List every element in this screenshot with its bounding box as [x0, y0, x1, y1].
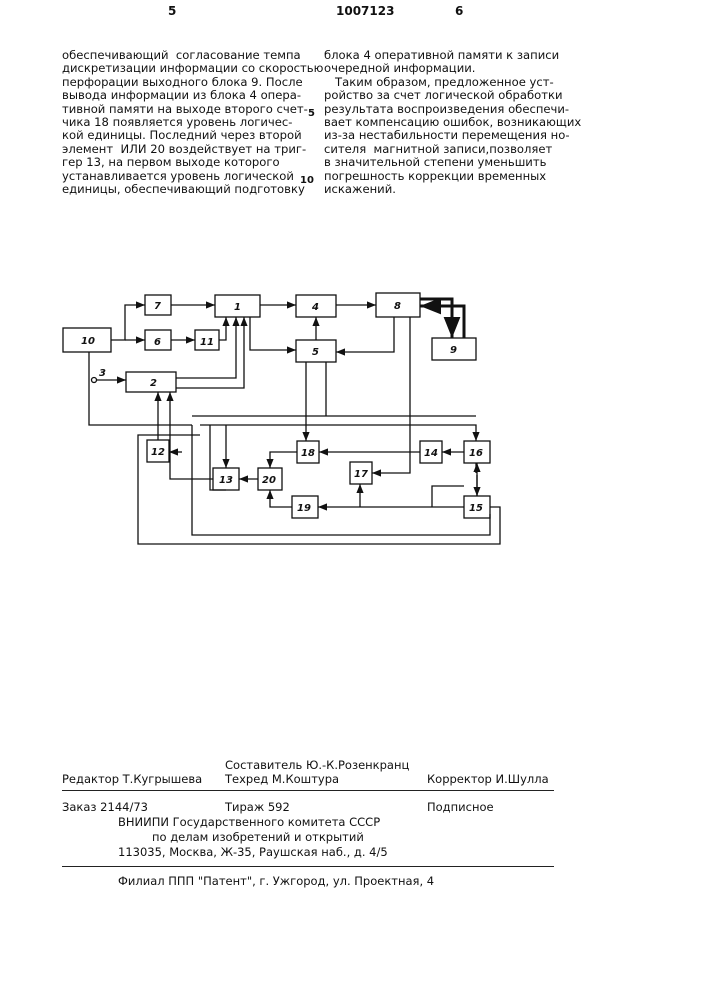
wire: [270, 452, 297, 468]
block-label-12: 12: [151, 447, 165, 458]
input-terminal: [92, 378, 97, 383]
imprint-corrector: Корректор И.Шулла: [427, 772, 549, 786]
imprint-editor: Редактор Т.Кугрышева: [62, 772, 202, 786]
block-label-15: 15: [469, 503, 483, 514]
wire: [336, 317, 394, 352]
imprint-institute-2: по делам изобретений и открытий: [152, 830, 364, 844]
block-label-1: 1: [234, 302, 241, 313]
wire: [250, 317, 296, 350]
block-label-20: 20: [262, 475, 276, 486]
wire: [432, 486, 464, 507]
block-label-4: 4: [311, 302, 319, 313]
imprint-techred: Техред М.Коштура: [225, 772, 339, 786]
imprint-circulation: Тираж 592: [225, 800, 290, 814]
block-label-5: 5: [312, 347, 319, 358]
imprint-branch: Филиал ППП "Патент", г. Ужгород, ул. Про…: [118, 874, 434, 888]
block-label-10: 10: [81, 336, 95, 347]
imprint-order: Заказ 2144/73: [62, 800, 148, 814]
imprint-subscription: Подписное: [427, 800, 494, 814]
imprint-rule-top: [62, 790, 554, 791]
imprint-address: 113035, Москва, Ж-35, Раушская наб., д. …: [118, 845, 388, 859]
block-diagram: 1 2 4 5 6 7 8 9 10 11 12 13 14 15 16 17 …: [0, 0, 707, 600]
wire: [372, 317, 410, 473]
block-label-13: 13: [219, 475, 233, 486]
imprint-institute-1: ВНИИПИ Государственного комитета СССР: [118, 815, 380, 829]
input-label-3: 3: [99, 368, 106, 379]
wire: [270, 490, 292, 507]
wire: [420, 306, 464, 338]
block-label-14: 14: [424, 448, 438, 459]
block-label-8: 8: [394, 301, 401, 312]
block-label-17: 17: [354, 469, 368, 480]
block-label-7: 7: [154, 301, 161, 312]
wire: [111, 305, 145, 340]
block-label-9: 9: [450, 345, 457, 356]
imprint-compiler: Составитель Ю.-К.Розенкранц: [225, 758, 409, 772]
block-label-16: 16: [469, 448, 483, 459]
block-label-18: 18: [301, 448, 315, 459]
wire: [200, 425, 476, 441]
block-label-6: 6: [154, 337, 161, 348]
block-label-11: 11: [200, 337, 214, 348]
wire: [219, 317, 226, 340]
block-label-19: 19: [297, 503, 311, 514]
imprint-rule-bottom: [62, 866, 554, 867]
block-label-2: 2: [150, 378, 157, 389]
